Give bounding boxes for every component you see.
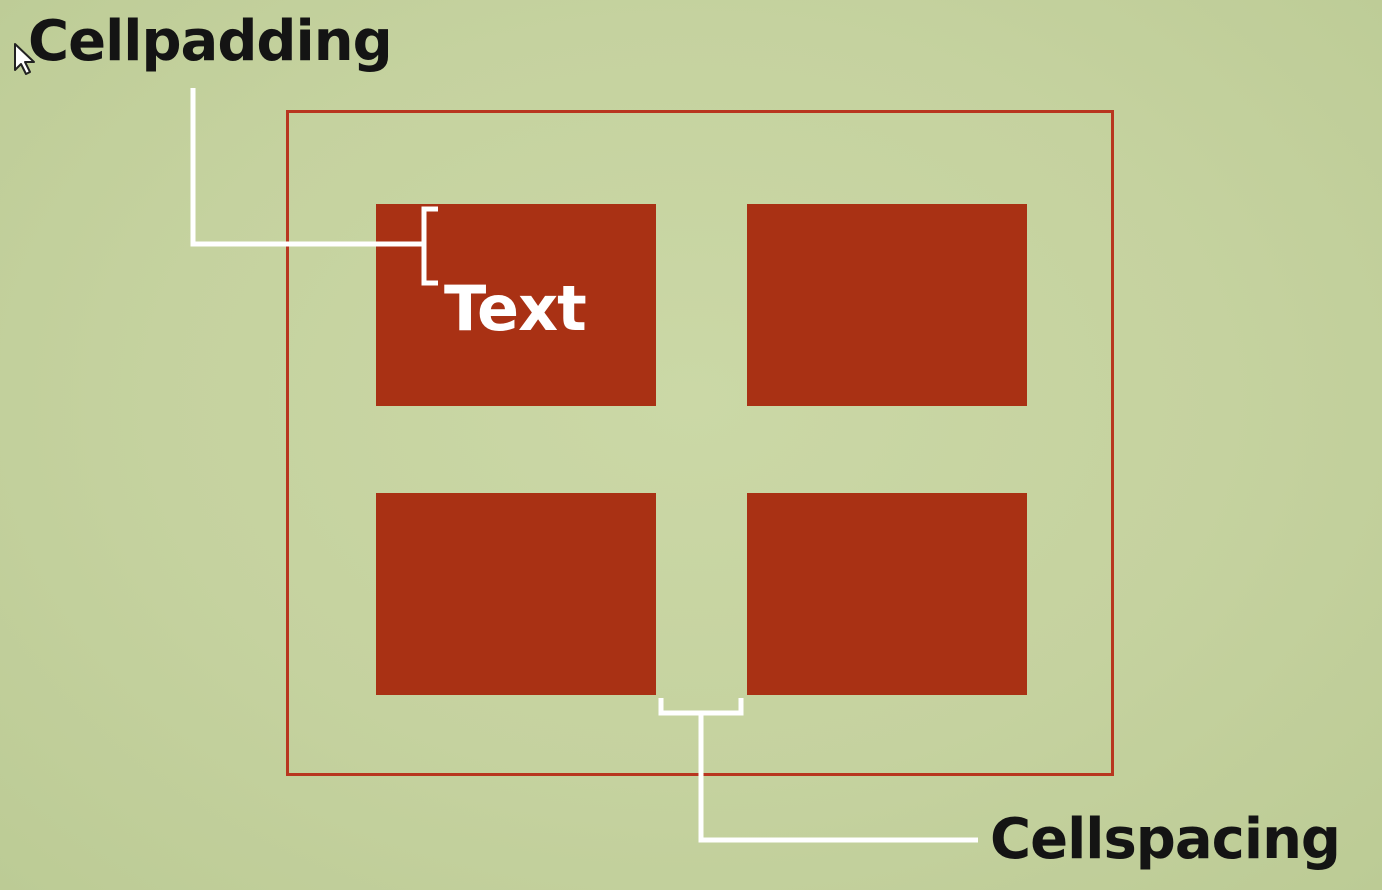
table-cell-top-right bbox=[747, 204, 1027, 406]
table-cell-bottom-left bbox=[376, 493, 656, 695]
cell-text-label: Text bbox=[444, 272, 587, 345]
table-cell-bottom-right bbox=[747, 493, 1027, 695]
cellspacing-label: Cellspacing bbox=[990, 807, 1341, 872]
mouse-pointer-icon bbox=[12, 42, 38, 80]
cellpadding-label: Cellpadding bbox=[28, 9, 393, 74]
